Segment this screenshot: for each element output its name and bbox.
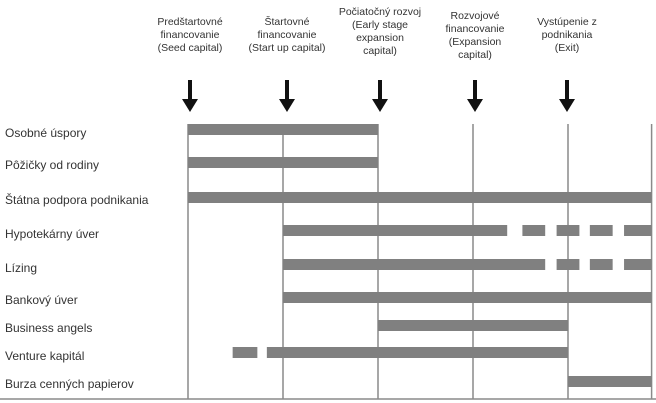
row-label: Burza cenných papierov (5, 377, 134, 391)
bar-segment (624, 225, 652, 236)
bar-segment (624, 259, 652, 270)
row-label: Štátna podpora podnikania (5, 193, 149, 207)
stage-header-line: Štartovné (264, 16, 310, 28)
row-label: Osobné úspory (5, 126, 87, 140)
arrow-down-icon (565, 80, 569, 102)
bar-segment (283, 292, 652, 303)
stage-header-line: capital) (363, 45, 397, 57)
bar-segment (188, 157, 378, 168)
bar-segment (232, 347, 258, 358)
arrow-down-icon (467, 99, 483, 112)
stage-header-line: podnikania (541, 29, 593, 41)
stage-header-line: Rozvojové (450, 10, 500, 22)
arrow-down-icon (378, 80, 382, 102)
arrow-down-icon (188, 80, 192, 102)
row-label: Business angels (5, 321, 93, 335)
stage-header-line: (Seed capital) (157, 42, 223, 54)
bar-segment (589, 259, 613, 270)
bar-segment (568, 376, 652, 387)
stage-header-line: expansion (356, 32, 404, 44)
row-label: Bankový úver (5, 293, 78, 307)
stage-header-line: (Early stage (351, 19, 409, 31)
row-label: Pôžičky od rodiny (5, 158, 100, 172)
stage-header-line: (Start up capital) (248, 42, 326, 54)
arrow-down-icon (372, 99, 388, 112)
arrow-down-icon (559, 99, 575, 112)
stage-header-line: Predštartovné (157, 16, 223, 28)
bar-segment (188, 124, 378, 135)
arrow-down-icon (279, 99, 295, 112)
stage-header-line: Počiatočný rozvoj (338, 6, 422, 18)
bar-segment (283, 225, 508, 236)
arrow-down-icon (285, 80, 289, 102)
arrow-down-icon (473, 80, 477, 102)
bar-segment (556, 259, 580, 270)
bar-segment (556, 225, 580, 236)
row-label: Lízing (5, 261, 38, 275)
stage-header-line: Vystúpenie z (537, 16, 597, 28)
stage-header-line: financovanie (257, 29, 317, 41)
stage-header-line: (Expansion (448, 36, 502, 48)
stage-header-line: capital) (458, 49, 492, 61)
stage-header-line: (Exit) (554, 42, 580, 54)
bar-segment (589, 225, 613, 236)
bar-segment (188, 192, 652, 203)
bar-segment (283, 259, 546, 270)
stage-header-line: financovanie (160, 29, 220, 41)
stage-header-line: financovanie (445, 23, 505, 35)
bar-segment (266, 347, 568, 358)
row-label: Venture kapitál (5, 349, 85, 363)
arrow-down-icon (182, 99, 198, 112)
bar-segment (378, 320, 568, 331)
bar-segment (522, 225, 546, 236)
row-label: Hypotekárny úver (5, 227, 100, 241)
